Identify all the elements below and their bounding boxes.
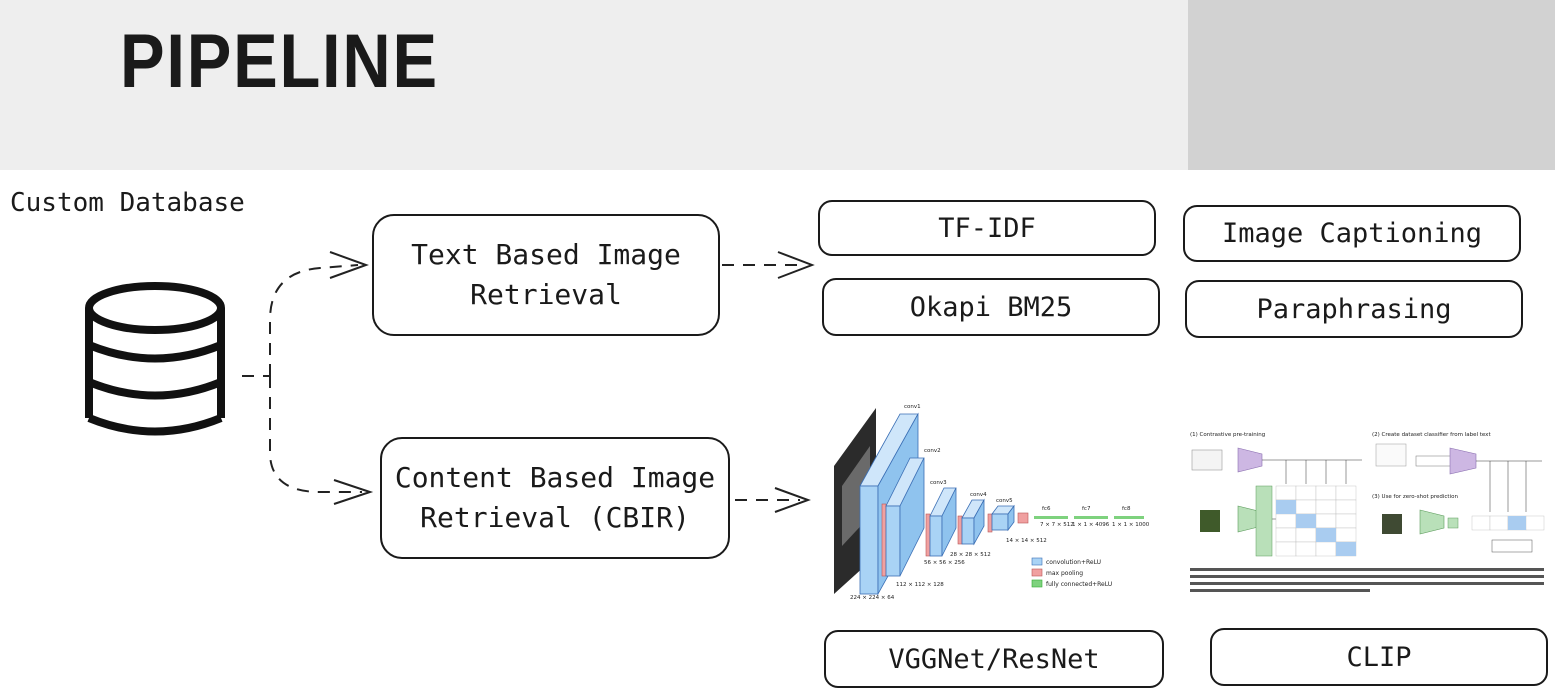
arrowhead xyxy=(777,251,815,279)
conv4-block xyxy=(957,498,985,546)
size-label: 1 × 1 × 4096 xyxy=(1072,522,1110,528)
clip-label: CLIP xyxy=(1346,641,1412,673)
vgg-legend: convolution+ReLU max pooling fully conne… xyxy=(1031,557,1112,588)
contrastive-pretraining-panel xyxy=(1191,447,1362,557)
dataset-classifier-panel xyxy=(1375,443,1542,512)
layer-label: conv2 xyxy=(924,448,941,454)
text-retrieval-box: Text Based Image Retrieval xyxy=(372,214,720,336)
conv2-block xyxy=(881,457,925,577)
zero-shot-panel xyxy=(1382,509,1545,553)
bm25-label: Okapi BM25 xyxy=(909,291,1073,323)
conv5-block xyxy=(987,504,1029,533)
cbir-label: Content Based Image Retrieval (CBIR) xyxy=(394,461,716,534)
clip-overview-figure: (1) Contrastive pre-training (2) Create … xyxy=(1190,432,1545,592)
layer-label: conv1 xyxy=(904,404,921,410)
arrowhead xyxy=(329,251,369,279)
size-label: 1 × 1 × 1000 xyxy=(1112,522,1150,528)
vggnet-resnet-box: VGGNet/ResNet xyxy=(824,630,1164,688)
legend-entry: convolution+ReLU xyxy=(1046,559,1101,566)
cbir-box: Content Based Image Retrieval (CBIR) xyxy=(380,437,730,559)
panel-title: (2) Create dataset classifier from label… xyxy=(1372,432,1491,438)
database-icon xyxy=(85,282,225,436)
size-label: 14 × 14 × 512 xyxy=(1006,538,1047,544)
page-title: PIPELINE xyxy=(120,19,439,104)
paraphrasing-box: Paraphrasing xyxy=(1185,280,1523,338)
bm25-box: Okapi BM25 xyxy=(822,278,1160,336)
layer-label: conv5 xyxy=(996,498,1013,504)
size-label: 112 × 112 × 128 xyxy=(896,582,944,588)
arrowhead xyxy=(774,487,811,513)
vggnet-resnet-label: VGGNet/ResNet xyxy=(888,643,1100,675)
layer-label: conv3 xyxy=(930,480,947,486)
clip-box: CLIP xyxy=(1210,628,1548,686)
conv3-block xyxy=(925,487,957,557)
size-label: 7 × 7 × 512 xyxy=(1040,522,1074,528)
image-captioning-label: Image Captioning xyxy=(1221,218,1483,249)
database-label: Custom Database xyxy=(10,188,245,218)
panel-title: (3) Use for zero-shot prediction xyxy=(1372,494,1458,500)
panel-title: (1) Contrastive pre-training xyxy=(1190,432,1265,438)
header-side-panel xyxy=(1188,0,1555,170)
size-label: 224 × 224 × 64 xyxy=(850,595,895,601)
fc-layers xyxy=(1034,516,1144,519)
tfidf-label: TF-IDF xyxy=(938,212,1036,244)
figure-caption xyxy=(1190,568,1544,592)
legend-entry: max pooling xyxy=(1046,570,1083,577)
size-label: 56 × 56 × 256 xyxy=(924,560,965,566)
legend-entry: fully connected+ReLU xyxy=(1046,581,1112,588)
arrowhead xyxy=(333,479,374,505)
branch-down-connector xyxy=(269,376,362,493)
layer-label: conv4 xyxy=(970,492,987,498)
branch-up-connector xyxy=(269,264,359,376)
header-band xyxy=(0,0,1188,170)
image-captioning-box: Image Captioning xyxy=(1183,205,1521,262)
layer-label: fc7 xyxy=(1082,506,1091,512)
size-label: 28 × 28 × 512 xyxy=(950,552,991,558)
paraphrasing-label: Paraphrasing xyxy=(1256,293,1452,325)
tfidf-box: TF-IDF xyxy=(818,200,1156,256)
vgg-architecture-figure: conv1 conv2 conv3 conv4 conv5 fc6 fc7 fc… xyxy=(834,404,1150,601)
text-retrieval-label: Text Based Image Retrieval xyxy=(411,238,681,311)
layer-label: fc6 xyxy=(1042,506,1051,512)
layer-label: fc8 xyxy=(1122,506,1131,512)
